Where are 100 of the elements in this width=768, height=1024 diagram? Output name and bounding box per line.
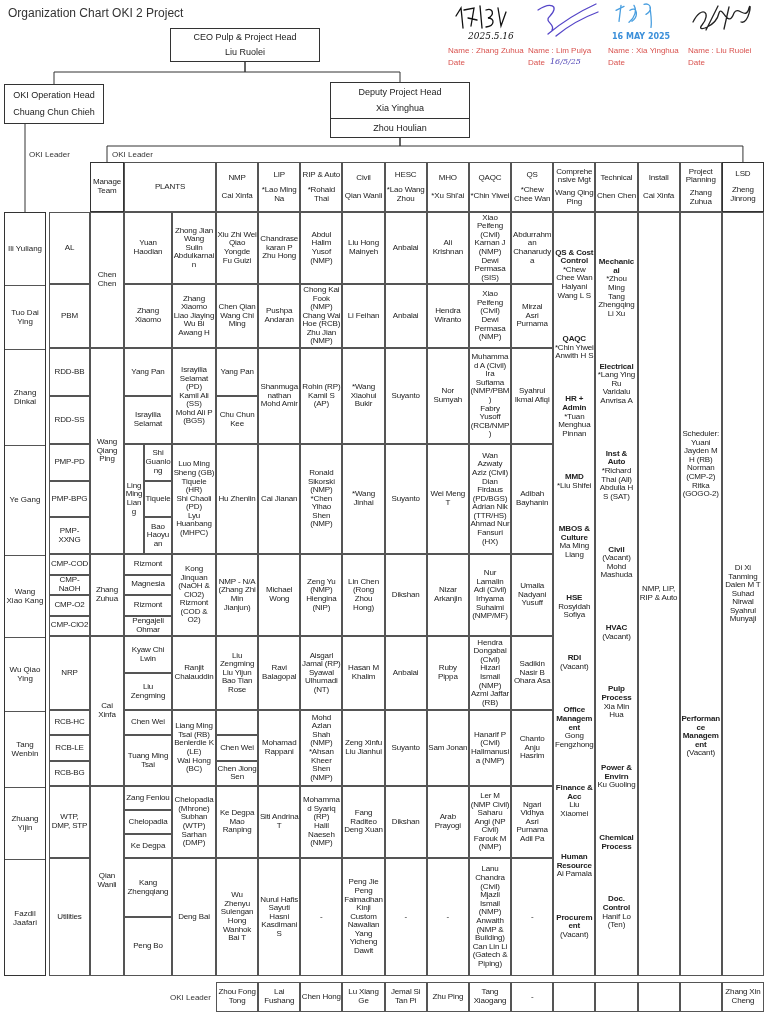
person-name: Liu Ruolei (225, 46, 265, 58)
person-name: Lyu Huanbang (MHPC) (175, 511, 213, 538)
person-name: Cai Xinfa (97, 702, 117, 720)
group-caption: OKI Leader (170, 993, 211, 1002)
person-name: *Chew Chee Wan (555, 265, 594, 284)
person-name: Chen Chen (596, 191, 636, 201)
column-header: QAQC (478, 173, 502, 183)
person-name: Karnan J (NMP) (473, 239, 507, 256)
person-name: Luo Ming Sheng (GB) (173, 460, 215, 477)
person-name: Halyani Wang L S (556, 283, 592, 301)
person-name: - (446, 912, 450, 922)
person-name: Ikmal Afiqi (514, 396, 550, 405)
section-heading: Electrical (599, 362, 634, 372)
person-name: (Vacant) (560, 663, 589, 672)
person-name: Zhong Jian Wang (173, 226, 215, 244)
person-name: Wang Xiao Kang (6, 587, 44, 606)
section-heading: MMD (564, 473, 584, 482)
handwritten-date: 2025.5.16 (468, 31, 514, 41)
person-name: *Chen Yihao Shen (NMP) (309, 494, 334, 530)
person-name: Fu Guizi (222, 256, 252, 266)
group-caption: OKI Leader (112, 150, 153, 159)
column-header: Install (648, 173, 669, 183)
person-name: Fazdil Jaafari (12, 909, 38, 928)
person-name: Arab Prayogi (433, 813, 462, 831)
person-name: Rizmont (133, 600, 163, 610)
person-name: Abdul Halim Yusof (NMP) (309, 230, 334, 266)
person-name: Awang H (178, 328, 210, 338)
person-name: Yang Pan (131, 367, 165, 377)
signatory-name: Name : Lim Puiya (528, 46, 592, 55)
person-name: Wu Qiao Ying (8, 665, 42, 684)
person-name: Chen Wei (220, 743, 254, 753)
person-name: Norman (CMP-2) (685, 464, 717, 482)
person-name: Chanto Anju (518, 735, 546, 752)
person-name: Dawit (353, 947, 374, 956)
person-name: Chen Hong (301, 992, 341, 1002)
column-header: LSD (735, 170, 751, 179)
person-name: Lanu Chandra (Civil) (474, 865, 506, 891)
person-name: Wang Qiang Ping (95, 438, 119, 464)
person-name: Sulin (185, 243, 203, 253)
person-name: Liao Jiaying (173, 311, 215, 320)
person-name: Syahrul (519, 387, 546, 396)
person-name: Umaila (520, 582, 545, 591)
person-name: Mohd Mashuda (599, 562, 634, 580)
person-name: Kinji (356, 904, 371, 913)
person-name: Qian Wanli (344, 191, 383, 201)
person-name: - (530, 912, 534, 922)
person-name: Jayden M H (RB) (683, 447, 719, 464)
person-name: Chen Chen (96, 271, 118, 289)
person-name: Zheng Jinrong (729, 186, 757, 204)
chart-title: Organization Chart OKI 2 Project (8, 6, 184, 20)
person-name: Adil Pa (519, 834, 545, 844)
person-name: Zhu Ping (432, 992, 464, 1002)
person-name: Ali Krishnan (431, 239, 464, 257)
person-name: Abdulkarnain (173, 252, 215, 270)
person-name: NMP - N/A (218, 577, 256, 587)
person-name: Wan Azwaty Aziz (Civil) (471, 451, 509, 477)
connector-line (244, 61, 401, 83)
section-heading: Performance Management (681, 714, 721, 750)
person-name: Lai Fushang (263, 988, 296, 1006)
person-name: Bao Haoyuan (145, 522, 171, 549)
person-name: Tang Xiaogang (472, 988, 508, 1006)
person-name: Rohin (RP) (302, 383, 341, 392)
person-name: Israyilia Selamat (PD) (178, 365, 210, 392)
person-name: Suyanto (391, 494, 420, 504)
person-name: Mjazli Ismail (NMP) (477, 891, 503, 917)
person-name: Chelopadia (128, 817, 168, 827)
person-name: *Lao Ming Na (260, 186, 298, 204)
person-name: Dikshan (391, 590, 420, 600)
date-caption: Date (528, 58, 545, 67)
department-code: CMP-NaOH (57, 576, 82, 594)
person-name: Hizarl Ismail (NMP) (478, 664, 502, 690)
person-name: Faimadhan (344, 895, 383, 905)
column-header: Civil (356, 173, 371, 183)
person-name: Hendra Wiranto (433, 307, 463, 325)
person-name: Pushpa Andaran (263, 307, 295, 325)
person-name: - (320, 912, 323, 922)
person-name: *Xu Shi'ai (431, 191, 465, 201)
person-name: *Chin Yiwei (554, 343, 594, 353)
person-name: Xia Yinghua (375, 102, 424, 114)
person-name: Fang Raditeo (349, 809, 378, 827)
person-name: Can Lin Li (Gatech & Piping) (471, 942, 509, 969)
section-heading: MBOS & Culture (557, 524, 591, 543)
person-name: Syahrul (729, 606, 756, 615)
person-name: *Wang Xiaohui (349, 383, 378, 401)
column-header: PLANTS (154, 182, 186, 192)
person-name: Deng Bai (178, 912, 210, 922)
person-name: Nor Sumyah (432, 387, 464, 405)
person-name: Li Xu (607, 309, 626, 319)
person-name: Shi Chaoli (PD) (175, 494, 213, 512)
person-name: Wu Zhenyu (224, 891, 250, 908)
person-name: - (530, 992, 534, 1002)
person-name: Chanarudya (512, 248, 552, 266)
person-name: Hiengina (NIP) (305, 595, 338, 613)
position-title: Deputy Project Head (358, 87, 442, 99)
person-name: Zhang Zuhua (95, 586, 119, 604)
person-name: Qian Wanli (96, 872, 118, 890)
person-name: Bukir (354, 400, 373, 409)
person-name: Ira Sufiama (NMP/PBM) (470, 370, 510, 404)
person-name: Chen Wei (131, 718, 165, 727)
person-name: Israyilia Selamat (132, 411, 164, 429)
